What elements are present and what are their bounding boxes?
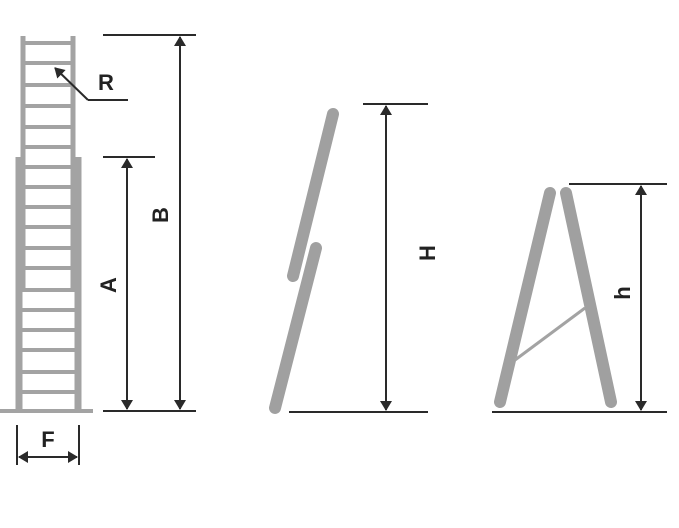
label-F: F [41, 427, 54, 452]
width-dimension-F: F [16, 425, 80, 465]
label-h: h [610, 286, 635, 299]
rung-leader-arrow [54, 67, 89, 101]
rear-leg [560, 187, 617, 408]
label-B: B [148, 207, 173, 223]
leaning-ladder-side-view: H [269, 103, 440, 414]
extension-ladder-front-view [0, 36, 93, 413]
spreader-brace [514, 306, 586, 362]
label-H: H [415, 245, 440, 261]
upper-section [287, 108, 339, 282]
a-frame-ladder-side-view: h [492, 183, 667, 413]
rung-callout: R [54, 67, 128, 101]
label-A: A [96, 277, 121, 293]
height-dimensions-AB: B A [96, 34, 196, 412]
front-leg [494, 187, 556, 408]
label-R: R [98, 70, 114, 95]
rungs [21, 41, 76, 394]
lower-section [269, 242, 322, 414]
